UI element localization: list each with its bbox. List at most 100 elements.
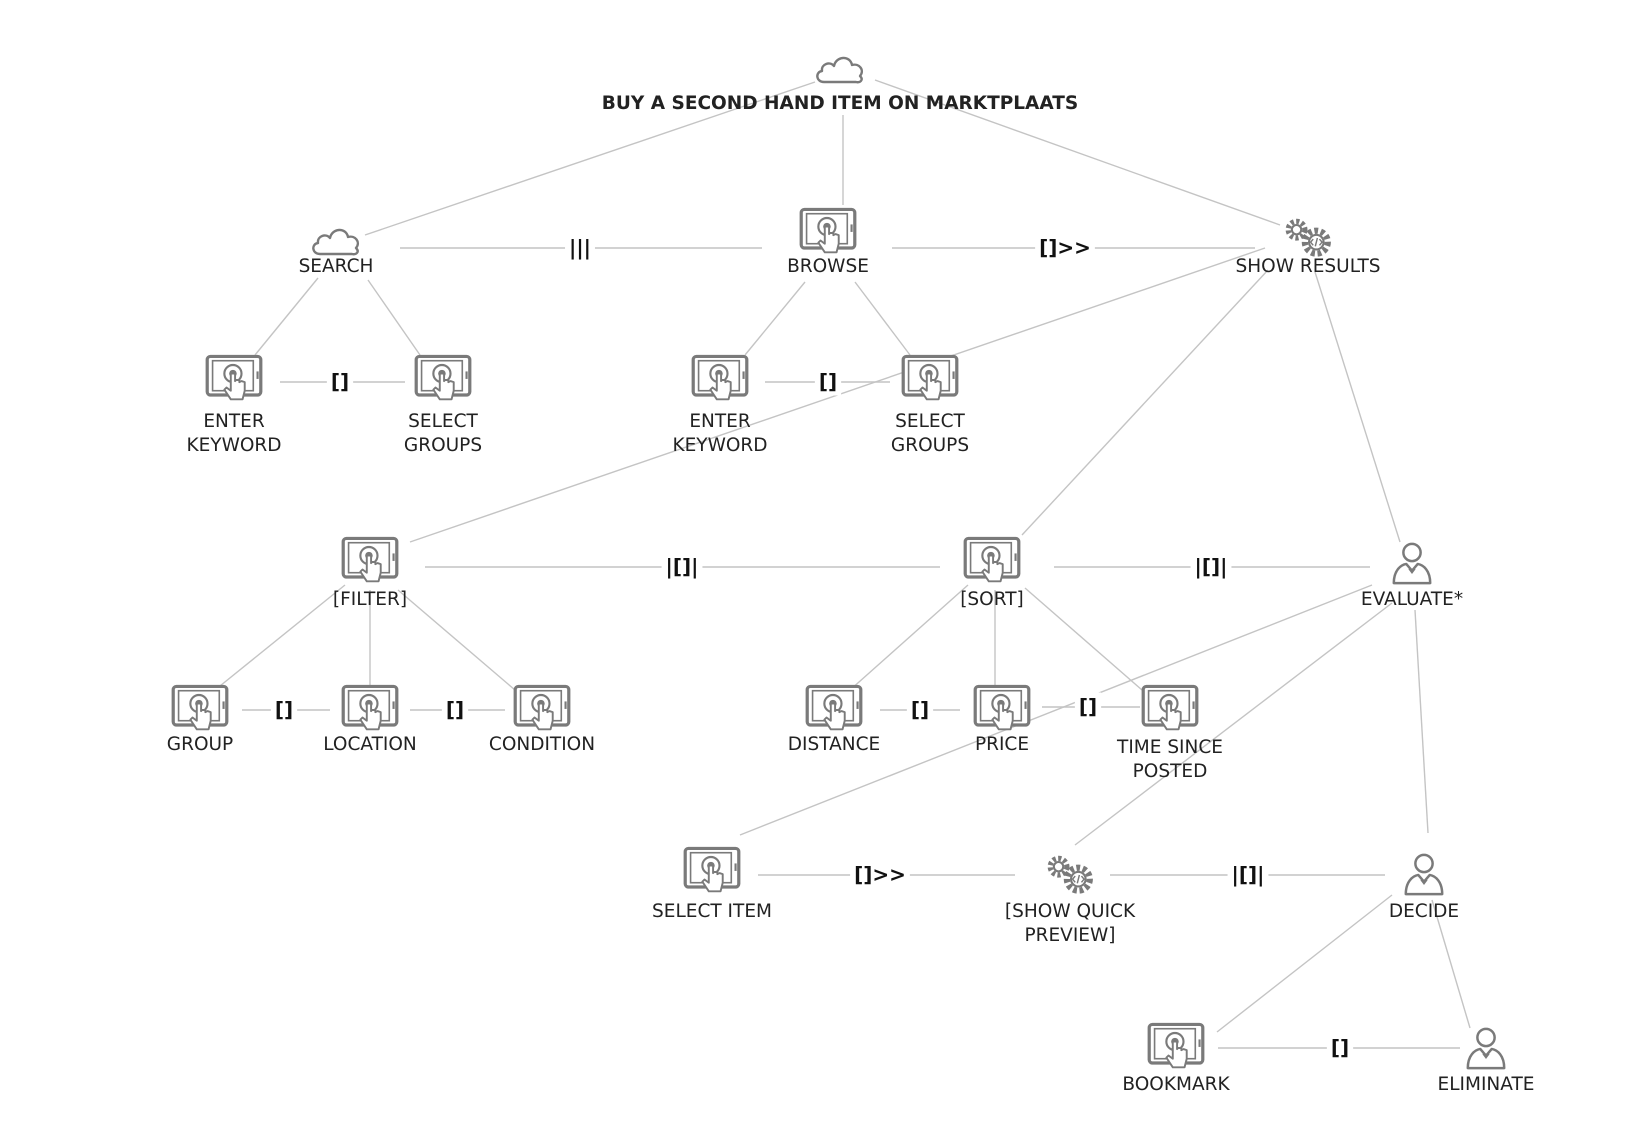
- operator-browse-results: []>>: [1035, 233, 1095, 262]
- operator-background: [1190, 552, 1232, 581]
- node-label: EVALUATE*: [1361, 589, 1463, 610]
- node-label: TIME SINCE: [1116, 737, 1223, 758]
- connector-line: [744, 281, 806, 356]
- node-time-since-posted: TIME SINCE POSTED: [1116, 684, 1223, 782]
- operator-symbol: []: [446, 698, 464, 722]
- tablet-touch-icon: [205, 354, 263, 401]
- operator-location-condition: []: [441, 695, 469, 724]
- user-icon: [1466, 1027, 1506, 1070]
- operator-symbol: |[]|: [1195, 555, 1228, 579]
- node-label: DECIDE: [1389, 901, 1459, 922]
- connector-line: [397, 589, 516, 691]
- node-evaluate: EVALUATE*: [1361, 542, 1463, 610]
- connector-line: [849, 584, 969, 691]
- tablet-touch-icon: [683, 846, 741, 893]
- node-show-quick-preview: [SHOW QUICK PREVIEW]: [1005, 858, 1136, 946]
- operator-symbol: |||: [569, 236, 591, 260]
- node-group: GROUP: [167, 684, 233, 755]
- operator-background: [661, 552, 703, 581]
- node-label: SELECT: [408, 411, 478, 432]
- operator-symbol: []: [819, 370, 837, 394]
- tablet-touch-icon: [963, 536, 1021, 583]
- connector-line: [1216, 894, 1393, 1033]
- operator-symbol: []: [275, 698, 293, 722]
- operator-background: [1227, 860, 1269, 889]
- node-label: ELIMINATE: [1438, 1074, 1535, 1095]
- operator-group-location: []: [270, 695, 298, 724]
- user-icon: [1392, 542, 1432, 585]
- connector-line: [1074, 602, 1393, 846]
- node-browse-select-groups: SELECT GROUPS: [891, 354, 969, 456]
- operator-select-preview: []>>: [850, 860, 910, 889]
- node-label: BOOKMARK: [1122, 1074, 1230, 1095]
- tablet-touch-icon: [901, 354, 959, 401]
- node-select-item: SELECT ITEM: [652, 846, 772, 922]
- connector-line: [1314, 271, 1401, 543]
- operator-symbol: []: [1331, 1036, 1349, 1060]
- node-label: GROUP: [167, 734, 233, 755]
- operator-preview-decide: |[]|: [1227, 860, 1269, 889]
- operator-price-time: []: [1074, 692, 1102, 721]
- node-label: [FILTER]: [333, 589, 407, 610]
- diagram-title: BUY A SECOND HAND ITEM ON MARKTPLAATS: [602, 93, 1078, 114]
- operator-symbols: |||[]>>[][]|[]||[]|[][][][][]>>|[]|[]: [270, 233, 1354, 1062]
- connector-line: [1024, 587, 1143, 691]
- operator-symbol: []: [911, 698, 929, 722]
- operator-background: [906, 695, 934, 724]
- node-label: SELECT: [895, 411, 965, 432]
- connector-line: [874, 79, 1281, 226]
- connector-line: [1431, 899, 1471, 1029]
- operator-background: [565, 233, 595, 262]
- tablet-touch-icon: [973, 684, 1031, 731]
- gears-icon: [1288, 221, 1328, 253]
- node-label: BROWSE: [787, 256, 869, 277]
- operator-sort-evaluate: |[]|: [1190, 552, 1232, 581]
- node-label: PRICE: [975, 734, 1029, 755]
- node-label: [SHOW QUICK: [1005, 901, 1136, 922]
- node-label: ENTER: [203, 411, 265, 432]
- node-label: KEYWORD: [186, 435, 281, 456]
- operator-search-browse: |||: [565, 233, 595, 262]
- connector-line: [367, 279, 421, 356]
- operator-symbol: |[]|: [1232, 863, 1265, 887]
- node-label: SELECT ITEM: [652, 901, 772, 922]
- operator-background: [1326, 1033, 1354, 1062]
- tablet-touch-icon: [414, 354, 472, 401]
- tablet-touch-icon: [341, 684, 399, 731]
- node-search: SEARCH: [299, 228, 373, 277]
- node-label: SHOW RESULTS: [1235, 256, 1380, 277]
- user-icon: [1404, 853, 1444, 896]
- tablet-touch-icon: [805, 684, 863, 731]
- node-label: KEYWORD: [672, 435, 767, 456]
- node-show-results: SHOW RESULTS: [1235, 221, 1381, 277]
- tablet-touch-icon: [171, 684, 229, 731]
- node-search-enter-keyword: ENTER KEYWORD: [186, 354, 282, 456]
- node-filter: [FILTER]: [333, 536, 407, 610]
- operator-background: [1035, 233, 1095, 262]
- connector-line: [1021, 269, 1269, 536]
- connector-line: [739, 584, 1373, 836]
- operator-symbol: []>>: [854, 863, 906, 887]
- cloud-icon: [312, 228, 360, 256]
- node-sort: [SORT]: [960, 536, 1024, 610]
- operator-background: [326, 367, 354, 396]
- operator-bookmark-eliminate: []: [1326, 1033, 1354, 1062]
- node-label: LOCATION: [323, 734, 417, 755]
- operator-background: [441, 695, 469, 724]
- node-label: POSTED: [1133, 761, 1208, 782]
- operator-symbol: []: [1079, 695, 1097, 719]
- operator-background: [850, 860, 910, 889]
- tablet-touch-icon: [691, 354, 749, 401]
- operator-browse-children: []: [814, 367, 842, 396]
- tablet-touch-icon: [341, 536, 399, 583]
- node-browse: BROWSE: [787, 207, 869, 277]
- node-label: [SORT]: [960, 589, 1024, 610]
- tablet-touch-icon: [1141, 684, 1199, 731]
- connector-line: [364, 81, 816, 236]
- task-nodes: SEARCH BROWSE SHOW RESULTS ENTER KEYWORD SELE…: [167, 56, 1535, 1095]
- tablet-touch-icon: [1147, 1022, 1205, 1069]
- node-label: GROUPS: [891, 435, 969, 456]
- operator-symbol: []: [331, 370, 349, 394]
- node-label: PREVIEW]: [1024, 925, 1115, 946]
